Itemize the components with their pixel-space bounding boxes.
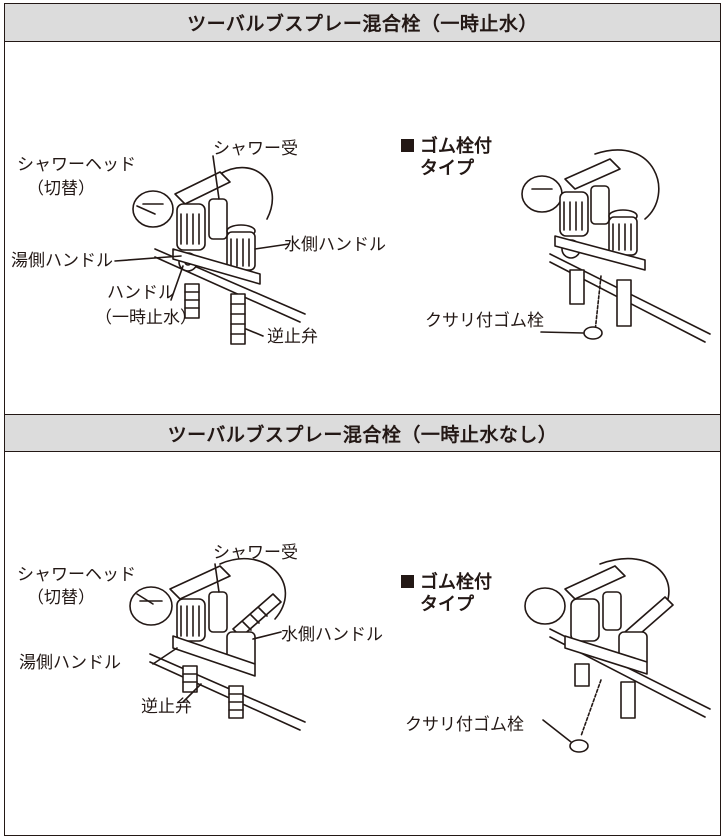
shower-head-label: シャワーヘッド [17, 155, 136, 175]
square-bullet-icon [401, 139, 414, 152]
diagram-frame: ツーバルブスプレー混合栓（一時止水） [4, 3, 721, 836]
stop-handle-sub-label: （一時止水） [95, 308, 197, 328]
cold-handle-label: 水側ハンドル [284, 235, 386, 255]
section-2-title: ツーバルブスプレー混合栓（一時止水なし） [5, 414, 720, 452]
check-valve-label: 逆止弁 [267, 327, 318, 347]
variant-1-title: ゴム栓付 [401, 136, 492, 158]
variant-2-title-text: ゴム栓付 [420, 572, 492, 593]
shower-holder-label: シャワー受 [213, 139, 298, 159]
variant-2-title2: タイプ [420, 594, 474, 615]
stop-handle-label: ハンドル [107, 283, 175, 303]
section-1-title: ツーバルブスプレー混合栓（一時止水） [5, 4, 720, 42]
faucet-illustration-1 [114, 149, 711, 345]
cold-handle-label-2: 水側ハンドル [281, 625, 383, 645]
chain-plug-label-1: クサリ付ゴム栓 [425, 311, 544, 331]
hot-handle-label-2: 湯側ハンドル [19, 653, 121, 673]
variant-1-title2: タイプ [420, 158, 474, 179]
check-valve-label-2: 逆止弁 [141, 697, 192, 717]
hot-handle-label: 湯側ハンドル [11, 251, 113, 271]
shower-head-sub-label: （切替） [27, 179, 95, 199]
shower-head-label-2: シャワーヘッド [17, 565, 136, 585]
shower-holder-label-2: シャワー受 [213, 543, 298, 563]
shower-head-sub-label-2: （切替） [27, 588, 95, 608]
faucet-illustration-2 [129, 557, 711, 753]
variant-1-title-text: ゴム栓付 [420, 136, 492, 157]
chain-plug-label-2: クサリ付ゴム栓 [405, 715, 524, 735]
square-bullet-icon [401, 575, 414, 588]
variant-2-title: ゴム栓付 [401, 572, 492, 594]
